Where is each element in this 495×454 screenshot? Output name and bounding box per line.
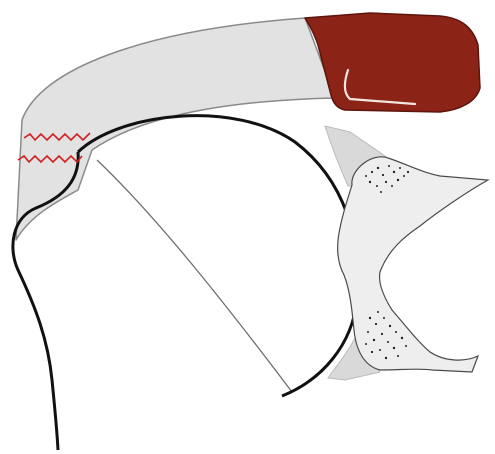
anatomical-neck-line	[97, 160, 292, 392]
humeral-head	[78, 116, 358, 396]
supraspinatus-muscle-belly	[305, 13, 480, 112]
supraspinatus-tendon	[16, 18, 335, 240]
glenoid	[338, 157, 488, 372]
